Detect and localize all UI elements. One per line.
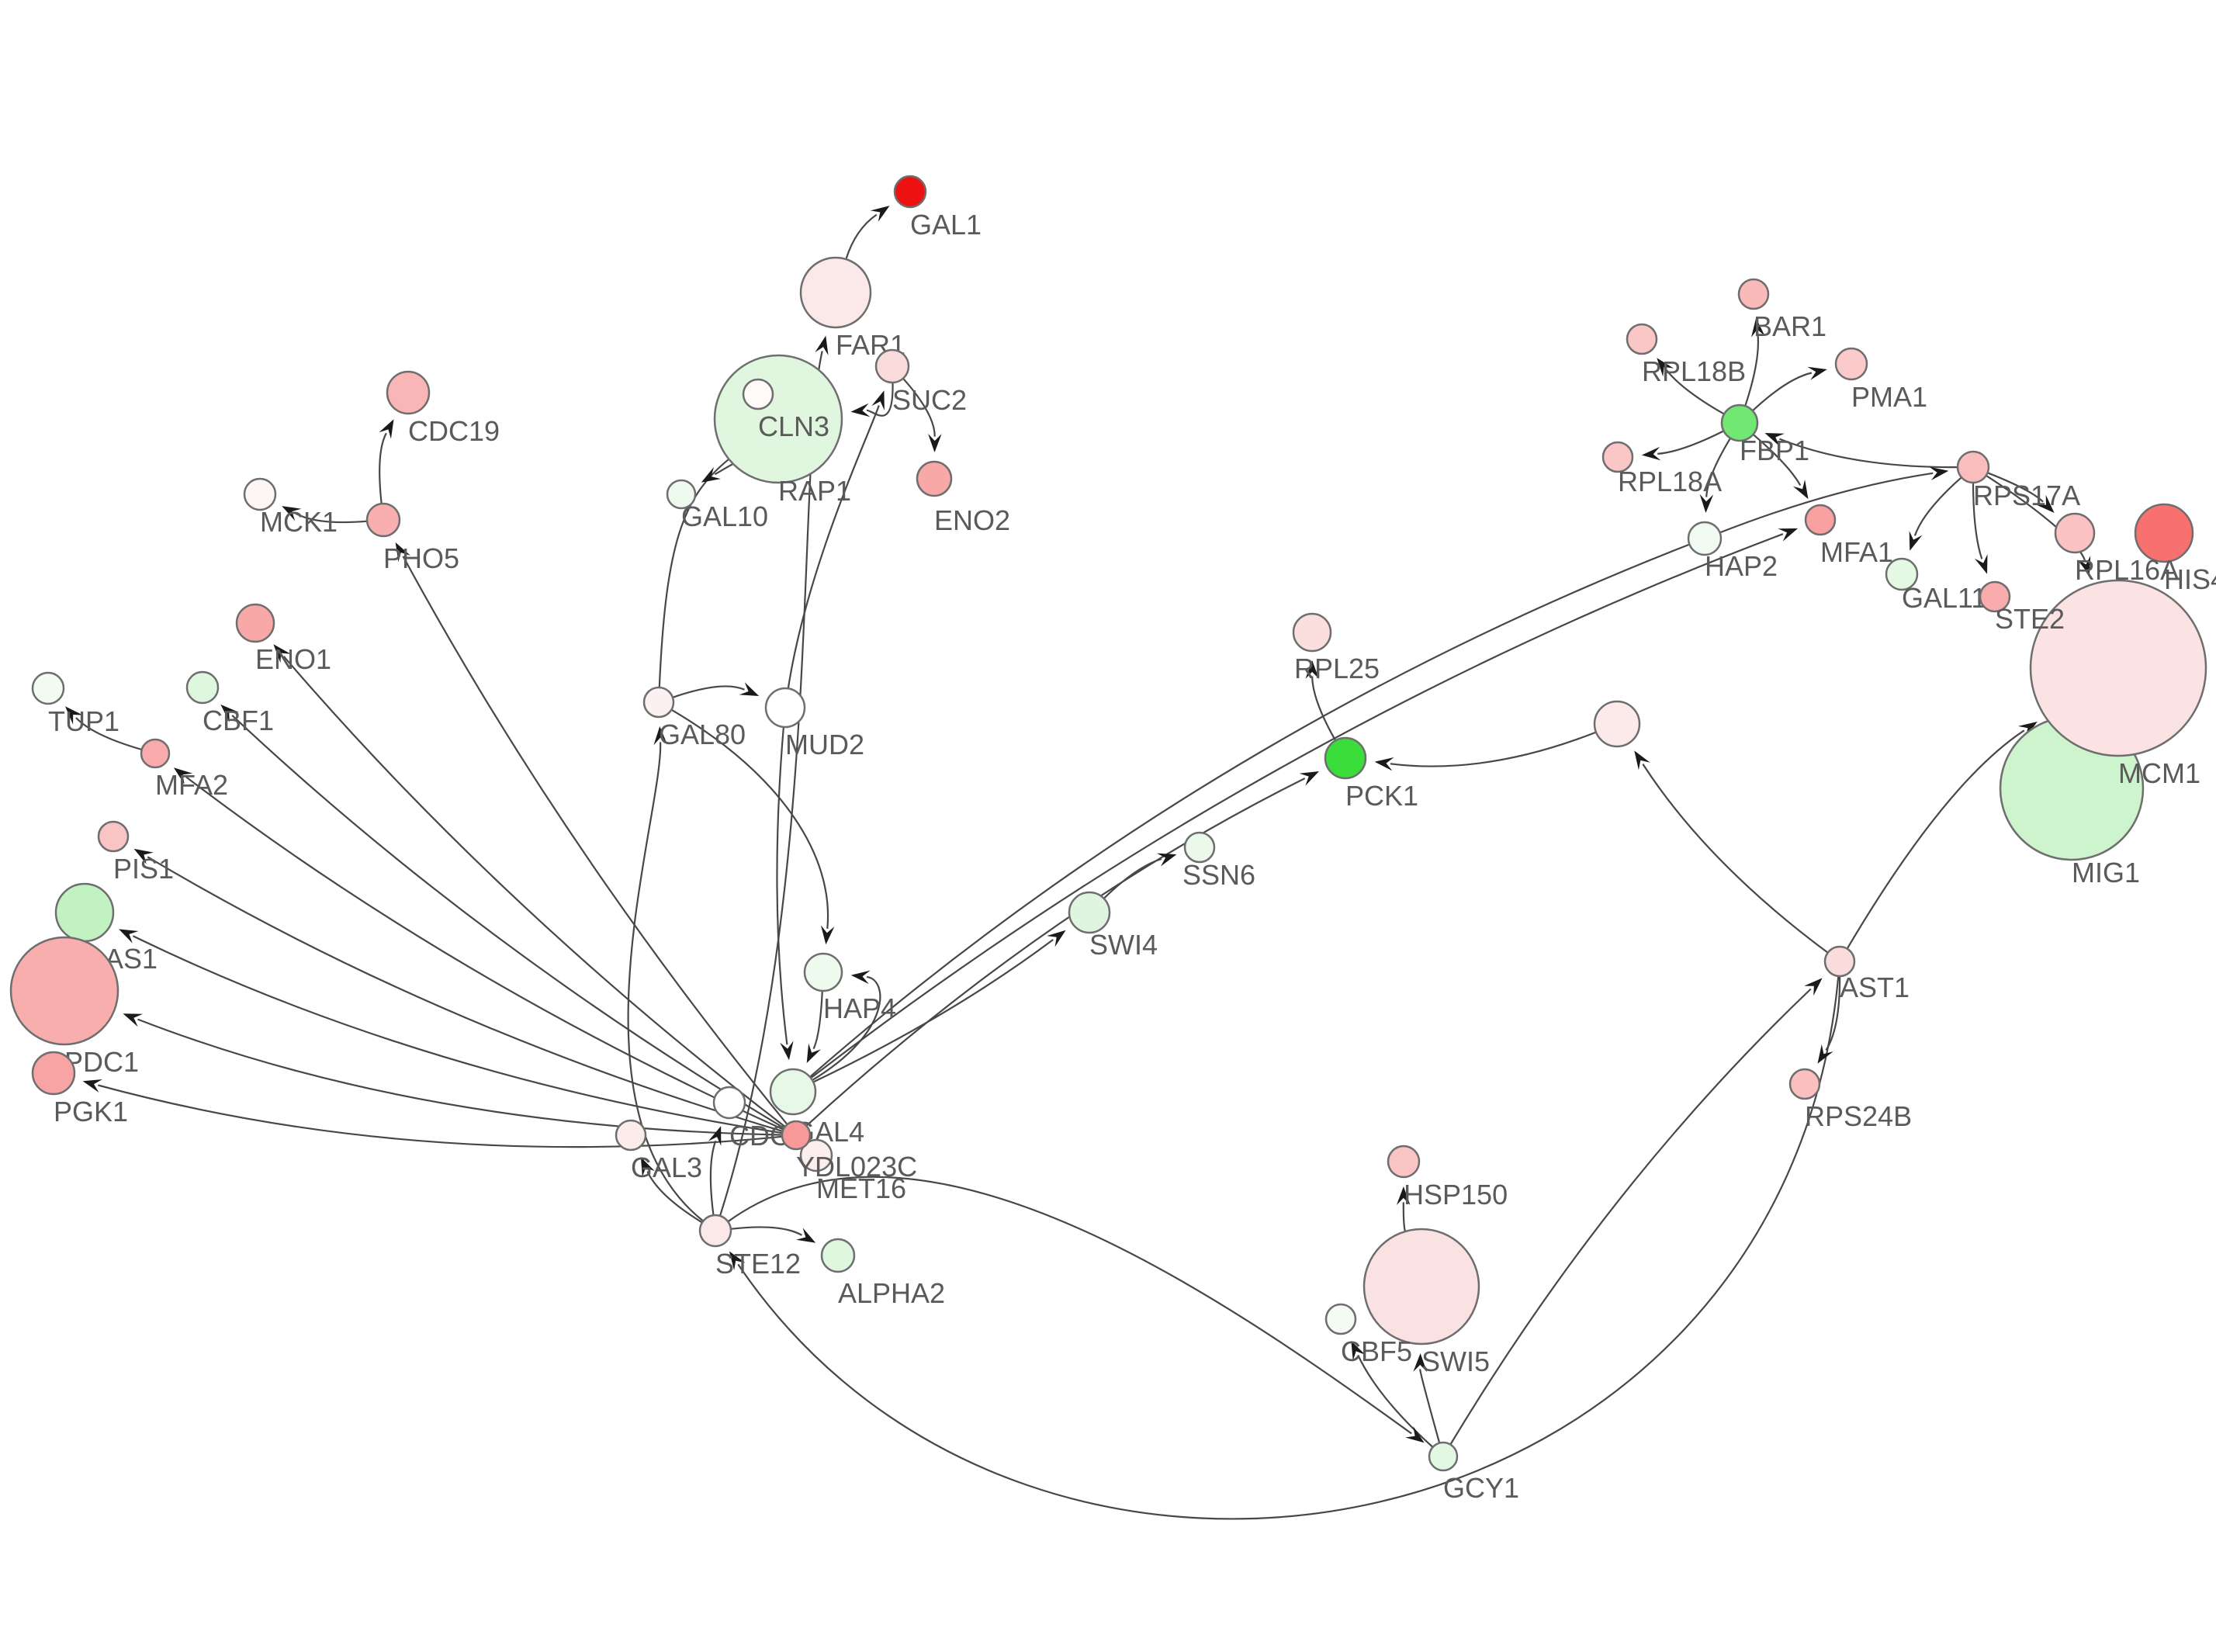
svg-text:RPL18A: RPL18A xyxy=(1618,466,1722,497)
svg-text:SWI5: SWI5 xyxy=(1421,1345,1490,1377)
svg-text:YDL023C: YDL023C xyxy=(796,1151,917,1183)
svg-text:PGK1: PGK1 xyxy=(54,1096,128,1127)
svg-text:PDC1: PDC1 xyxy=(64,1046,139,1078)
svg-text:GAL11: GAL11 xyxy=(1902,582,1986,614)
svg-text:PMA1: PMA1 xyxy=(1851,381,1927,413)
svg-text:CLN3: CLN3 xyxy=(758,410,829,442)
svg-text:PIS1: PIS1 xyxy=(113,853,174,885)
svg-text:RPS17A: RPS17A xyxy=(1973,480,2080,511)
svg-text:SUC2: SUC2 xyxy=(892,384,967,416)
svg-text:GAL1: GAL1 xyxy=(910,209,982,241)
svg-text:HSP150: HSP150 xyxy=(1404,1179,1508,1210)
svg-text:RAP1: RAP1 xyxy=(778,475,851,507)
svg-text:GCY1: GCY1 xyxy=(1443,1472,1519,1504)
svg-text:FBP1: FBP1 xyxy=(1740,435,1809,466)
svg-text:MCM1: MCM1 xyxy=(2118,757,2200,789)
svg-text:ALPHA2: ALPHA2 xyxy=(838,1277,945,1309)
svg-text:HAP4: HAP4 xyxy=(823,992,896,1024)
svg-text:MFA1: MFA1 xyxy=(1820,536,1893,568)
svg-text:TUP1: TUP1 xyxy=(48,705,119,737)
svg-text:MET16: MET16 xyxy=(816,1172,906,1204)
svg-text:MUD2: MUD2 xyxy=(785,729,864,760)
svg-text:RPL16A: RPL16A xyxy=(2075,554,2179,586)
svg-text:CBF5: CBF5 xyxy=(1341,1335,1412,1367)
svg-text:RPL18B: RPL18B xyxy=(1642,355,1746,387)
svg-text:ENO1: ENO1 xyxy=(255,643,331,675)
svg-text:STE2: STE2 xyxy=(1995,603,2065,635)
svg-text:GAL3: GAL3 xyxy=(631,1152,702,1183)
svg-text:MIG1: MIG1 xyxy=(2072,857,2140,888)
svg-text:SWI4: SWI4 xyxy=(1089,929,1158,961)
svg-text:RPL25: RPL25 xyxy=(1294,653,1380,684)
svg-text:RPS24B: RPS24B xyxy=(1805,1100,1912,1132)
svg-text:PCK1: PCK1 xyxy=(1345,780,1418,812)
svg-text:GAL80: GAL80 xyxy=(659,719,746,750)
svg-text:SSN6: SSN6 xyxy=(1182,859,1255,891)
svg-text:CDC19: CDC19 xyxy=(408,415,500,447)
svg-text:STE12: STE12 xyxy=(715,1248,801,1280)
svg-text:ENO2: ENO2 xyxy=(934,504,1010,536)
svg-text:MCK1: MCK1 xyxy=(260,506,338,538)
svg-text:HAP2: HAP2 xyxy=(1705,550,1778,582)
svg-text:HIS4: HIS4 xyxy=(2164,563,2216,595)
svg-text:CBF1: CBF1 xyxy=(203,705,274,736)
svg-text:BAR1: BAR1 xyxy=(1754,310,1826,342)
svg-text:PHO5: PHO5 xyxy=(383,542,459,574)
svg-text:GAL10: GAL10 xyxy=(681,500,768,532)
svg-text:AST1: AST1 xyxy=(1840,971,1910,1003)
svg-text:MFA2: MFA2 xyxy=(155,769,228,801)
